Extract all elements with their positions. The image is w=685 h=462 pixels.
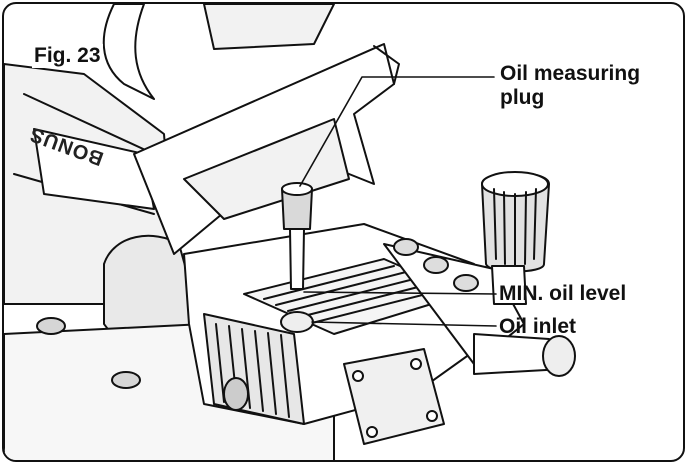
callout-oil-measuring-plug-line2: plug	[500, 86, 545, 109]
figure-label: Fig. 23	[32, 44, 103, 68]
leader-oil-inlet	[311, 321, 497, 327]
plate-screw	[352, 370, 364, 382]
callout-oil-measuring-plug: Oil measuring plug	[500, 62, 640, 110]
drain-knob	[223, 377, 249, 411]
plate-screw	[426, 410, 438, 422]
pump-front-plate	[343, 348, 445, 445]
leader-min-oil-level	[303, 291, 497, 295]
outlet-fitting	[542, 335, 576, 377]
base-bolt	[36, 317, 66, 335]
motor-panel	[33, 128, 155, 210]
plate-screw	[410, 358, 422, 370]
callout-min-oil-level: MIN. oil level	[499, 282, 627, 305]
callout-oil-measuring-plug-line1: Oil measuring	[500, 62, 641, 85]
valve-nut	[423, 256, 449, 274]
callout-oil-inlet: Oil inlet	[499, 315, 577, 338]
top-hose	[203, 4, 335, 50]
valve-nut	[453, 274, 479, 292]
knob-stem	[491, 265, 527, 305]
leader-oil-measuring-plug	[299, 76, 495, 187]
valve-nut	[393, 238, 419, 256]
base-bolt	[111, 371, 141, 389]
oil-inlet-ring	[280, 311, 314, 333]
pressure-knob-top	[481, 171, 549, 197]
plate-screw	[366, 426, 378, 438]
pressure-washer-pump-illustration	[4, 4, 576, 460]
oil-plug-stem	[289, 228, 305, 290]
hose-loop	[102, 4, 155, 100]
hood-inner	[183, 118, 350, 220]
motor-rib	[23, 93, 155, 155]
